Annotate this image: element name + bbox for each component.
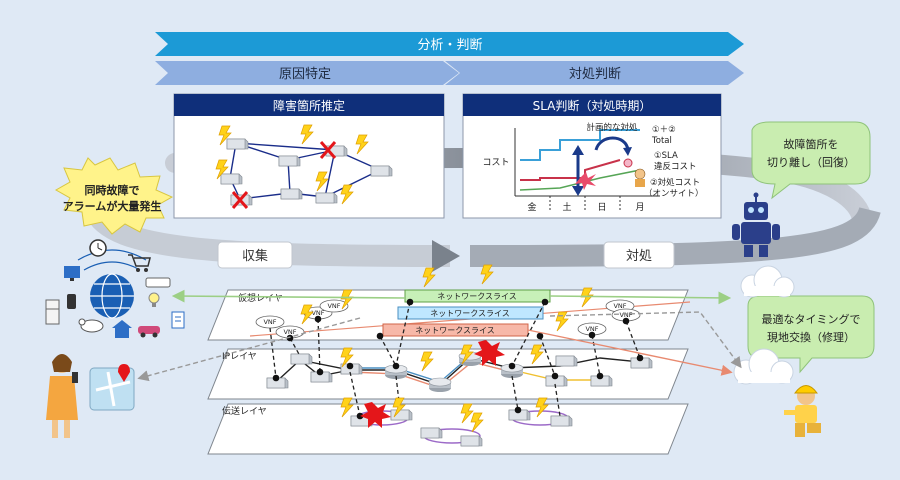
user-woman-icon [46,354,78,438]
car-icon [138,326,160,338]
ip-layer-plane [207,348,689,400]
replace-route-arrow [549,311,742,369]
fault-burst-ip [474,340,505,366]
alarm-callout [54,157,174,235]
cow-icon [78,318,104,333]
alarm-callout-line2: アラームが大量発生 [63,199,162,213]
vnf-label: VNF [613,302,626,310]
map-icon [89,364,135,411]
collect-label: 収集 [242,248,268,264]
sla-chart [514,128,660,210]
user-impact-arrow [137,317,361,382]
isolate-callout-line2: 切り離し（回復） [767,155,855,169]
sla-total-line2: Total [651,136,672,146]
vnf-label: VNF [283,328,296,336]
cause-banner [155,61,459,85]
clock-icon [89,239,107,257]
fault-x-marks [231,141,337,209]
onsite-cost-line1: ②対処コスト [650,177,700,188]
vnf-label: VNF [619,311,632,319]
lightbulb-icon [148,292,160,307]
virtual-layer-label: 仮想レイヤ [238,292,283,304]
sla-panel-title: SLA判断（対処時期） [533,98,652,113]
network-slice-blue [397,306,544,320]
isolate-callout [751,121,871,200]
field-engineer-icon [784,385,821,437]
cloud-icon [740,265,795,298]
flow-center-arrowhead [432,240,460,272]
phone-icon [67,294,76,309]
action-flow-arrow [469,206,881,267]
isolate-callout-line1: 故障箇所を [784,137,839,151]
slice-to-onsite-arrow [527,329,733,376]
network-slice-blue-label: ネットワークスライス [430,309,510,318]
sla-day-tick: 土 [562,201,571,213]
fault-panel-title: 障害箇所推定 [273,98,345,113]
collect-label-box [217,241,293,269]
network-slice-green-label: ネットワークスライス [437,292,517,301]
network-slice-red-label: ネットワークスライス [415,326,495,335]
action-label: 対処 [626,249,652,264]
sla-cost-line1: ①SLA [654,151,678,161]
fridge-icon [45,299,60,325]
house-icon [112,320,132,338]
iot-globe-icon [77,249,147,319]
replace-callout-line2: 現地交換（修理） [767,330,855,344]
vnf-label: VNF [585,325,598,333]
fault-panel-header [174,94,444,116]
onsite-cost-line2: （オンサイト） [644,188,704,199]
ip-layer-label: IPレイヤ [222,352,257,362]
vnf-label: VNF [311,309,324,317]
sla-day-tick: 金 [527,201,536,213]
analysis-banner [155,32,744,56]
robot-icon [732,192,780,257]
alarm-to-user-arrow [171,289,406,303]
aircon-icon [145,277,171,288]
decision-banner-label: 対処判断 [569,67,621,82]
sla-total-line1: ①＋② [652,125,676,135]
tv-icon [64,266,80,281]
replace-callout-line1: 最適なタイミングで [762,312,861,326]
action-label-box [603,241,675,269]
cause-banner-label: 原因特定 [279,67,331,82]
sla-cost-line2: 違反コスト [654,161,697,172]
sla-x-ticks: 金土日月 [527,201,644,213]
vnf-label: VNF [327,302,340,310]
sla-day-tick: 日 [597,202,606,213]
vnf-label: VNF [263,318,276,326]
document-icon [171,311,185,329]
fault-burst-transport [360,402,391,428]
cart-icon [128,254,151,272]
sla-y-label: コスト [482,158,509,168]
sla-day-tick: 月 [635,202,644,213]
sla-panel-header [463,94,721,116]
slice-to-cloud-arrow [549,291,732,305]
sla-planned-label: 計画的な対処 [586,122,638,133]
alarm-callout-line1: 同時故障で [85,183,140,197]
decision-banner [445,61,744,85]
cross-layer-links [269,301,641,417]
analysis-banner-label: 分析・判断 [417,38,482,53]
transport-layer-label: 伝送レイヤ [222,405,267,417]
